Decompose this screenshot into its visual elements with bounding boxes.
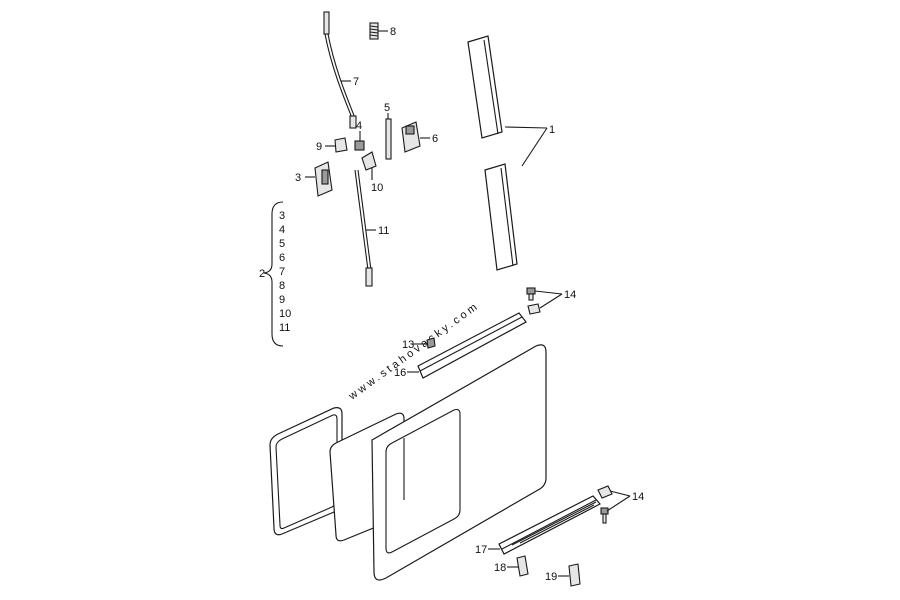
part-14-lower-clip-screw (597, 485, 613, 524)
leader-14-upper (534, 290, 563, 309)
part-10-pawl (361, 151, 377, 171)
part-4-small-spring (354, 140, 365, 151)
bracket-item: 11 (279, 322, 290, 334)
callout-7: 7 (353, 76, 359, 88)
part-19-stop (568, 563, 581, 587)
part-9-catch (334, 137, 348, 153)
bracket-item: 7 (279, 266, 285, 278)
leader-1 (504, 126, 548, 167)
bracket-list: 3 4 5 6 7 8 9 10 11 (279, 210, 291, 334)
part-13-clip (426, 337, 436, 349)
callout-14-lower: 14 (632, 491, 644, 503)
part-18-guide-block (516, 555, 529, 577)
bracket-item: 10 (279, 308, 291, 320)
part-3-handle (314, 161, 333, 197)
callout-13: 13 (402, 339, 414, 351)
callout-8: 8 (390, 26, 396, 38)
callout-10: 10 (371, 182, 383, 194)
callout-14-upper: 14 (564, 289, 576, 301)
bracket-item: 9 (279, 294, 285, 306)
callout-2: 2 (259, 268, 265, 280)
part-5-pin (385, 118, 392, 160)
callout-16: 16 (394, 367, 406, 379)
leader-14-lower (606, 490, 631, 512)
callout-3: 3 (295, 172, 301, 184)
callout-17: 17 (475, 544, 487, 556)
callout-5: 5 (384, 102, 390, 114)
part-6-latch-housing (401, 121, 421, 153)
callout-19: 19 (545, 571, 557, 583)
window-frame-panel (371, 344, 547, 581)
part-11-long-rod (354, 169, 373, 287)
part-8-spring (369, 22, 379, 40)
callout-11: 11 (378, 225, 389, 237)
bracket-item: 4 (279, 224, 285, 236)
callout-4: 4 (356, 120, 362, 132)
callout-9: 9 (316, 141, 322, 153)
bracket-item: 6 (279, 252, 285, 264)
part-1-lower-rail (484, 163, 518, 271)
bracket-item: 8 (279, 280, 285, 292)
bracket-item: 5 (279, 238, 285, 250)
bracket-item: 3 (279, 210, 285, 222)
part-7-rod (323, 11, 357, 129)
bracket-group-2 (263, 201, 284, 347)
part-1-upper-rail (467, 35, 503, 139)
callout-6: 6 (432, 133, 438, 145)
part-14-upper-screw-clip (526, 287, 541, 315)
callout-18: 18 (494, 562, 506, 574)
part-17-lower-channel (498, 495, 601, 555)
part-16-upper-channel (417, 312, 527, 379)
callout-1: 1 (549, 124, 555, 136)
